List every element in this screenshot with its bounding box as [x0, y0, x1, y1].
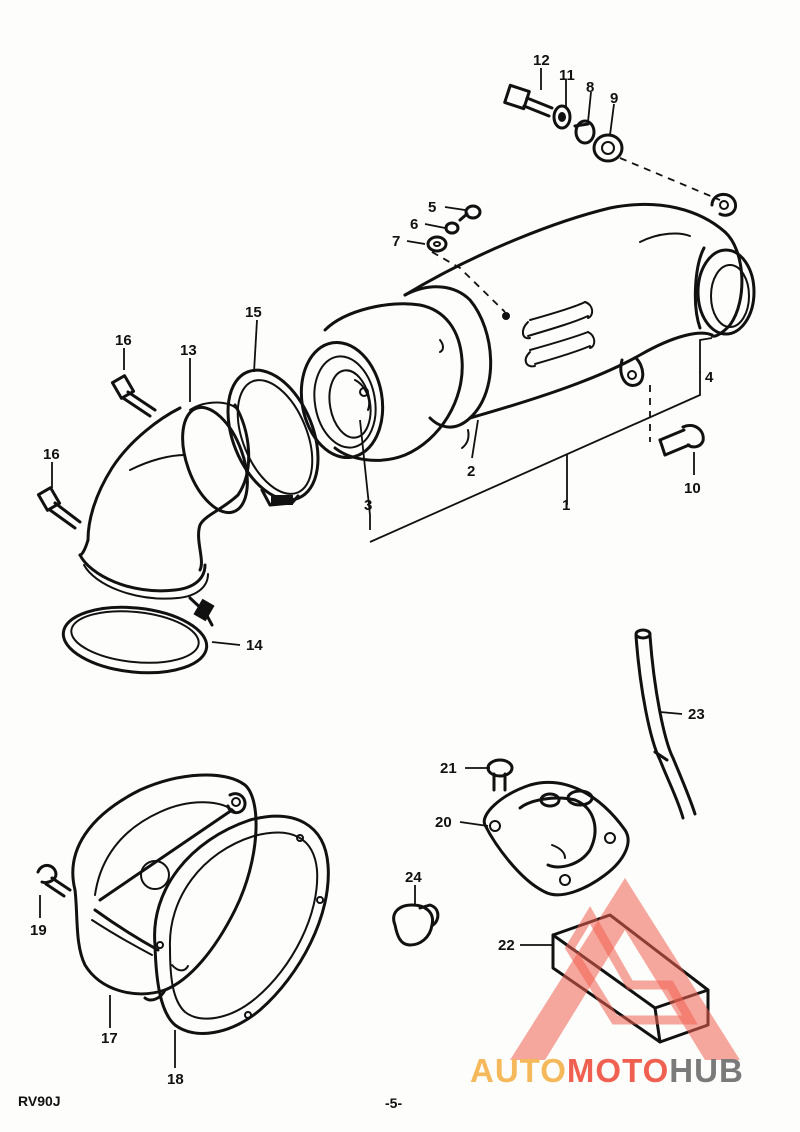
label-part-19: 19	[30, 922, 47, 939]
clamp-ring	[226, 368, 320, 507]
watermark-text: AUTOMOTOHUB	[470, 1052, 744, 1089]
watermark-text-moto: MOTO	[567, 1052, 669, 1089]
label-part-22: 22	[498, 937, 515, 954]
washer-7	[426, 235, 448, 253]
label-part-16-upper: 16	[115, 332, 132, 349]
screw-21	[486, 758, 514, 792]
grommet-9	[592, 133, 624, 163]
model-code: RV90J	[18, 1093, 61, 1109]
bolt-10	[658, 424, 705, 457]
part-labels: 12 11 8 9 5 6 7 4 10 2 3 1 15 13 16 16 1…	[30, 52, 714, 1088]
drain-tube	[634, 628, 697, 820]
label-part-7: 7	[392, 233, 400, 250]
air-cleaner-element	[323, 285, 493, 462]
label-part-4: 4	[705, 369, 714, 386]
intake-hose	[78, 401, 251, 600]
watermark-inner-mark	[564, 906, 698, 1025]
label-part-21: 21	[440, 760, 457, 777]
label-part-10: 10	[684, 480, 701, 497]
drain-cover	[482, 780, 630, 897]
hose-clamp	[61, 596, 215, 675]
watermark-text-auto: AUTO	[470, 1052, 567, 1089]
element-seal	[299, 340, 385, 460]
watermark-logo: AUTOMOTOHUB	[470, 878, 744, 1089]
label-part-12: 12	[533, 52, 550, 69]
label-part-14: 14	[246, 637, 263, 654]
label-part-6: 6	[410, 216, 418, 233]
label-part-11: 11	[559, 67, 575, 84]
label-part-5: 5	[428, 199, 436, 216]
label-part-23: 23	[688, 706, 705, 723]
label-part-1: 1	[562, 497, 570, 514]
screw-19	[36, 864, 72, 898]
label-part-9: 9	[610, 90, 618, 107]
bolt-16-upper	[110, 374, 157, 418]
label-part-3: 3	[364, 497, 372, 514]
air-cleaner-case	[403, 193, 756, 420]
watermark-text-hub: HUB	[669, 1052, 744, 1089]
washer-11	[552, 104, 572, 130]
outer-cover	[71, 773, 258, 1002]
label-part-24: 24	[405, 869, 422, 886]
washer-6	[444, 221, 460, 235]
label-part-2: 2	[467, 463, 475, 480]
collar-8	[573, 119, 596, 145]
page-number: -5-	[385, 1095, 402, 1111]
bolt-16-lower	[36, 486, 82, 530]
label-part-20: 20	[435, 814, 452, 831]
label-part-15: 15	[245, 304, 262, 321]
label-part-18: 18	[167, 1071, 184, 1088]
leader-lines	[39, 68, 721, 1068]
gasket	[153, 814, 330, 1035]
label-part-13: 13	[180, 342, 197, 359]
bolt-12	[503, 83, 554, 118]
label-part-16-lower: 16	[43, 446, 60, 463]
label-part-8: 8	[586, 79, 594, 96]
label-part-17: 17	[101, 1030, 118, 1047]
plug	[392, 903, 440, 947]
screw-5	[458, 204, 482, 222]
